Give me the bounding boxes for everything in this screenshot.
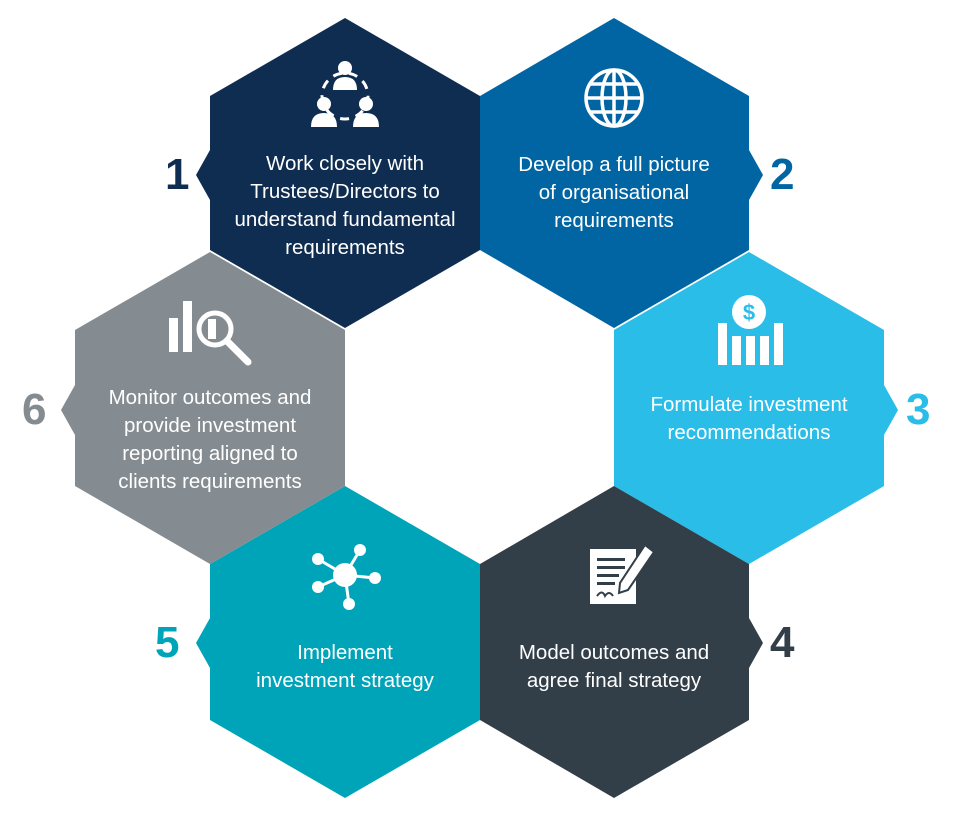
step-2-number: 2 [770,150,795,199]
svg-text:$: $ [743,300,755,325]
step-6-line: provide investment [123,414,297,437]
step-6-line: clients requirements [118,470,302,493]
step-1-line: understand fundamental [234,208,456,231]
globe-icon [584,68,644,128]
step-1-line: requirements [285,236,405,259]
step-1-line: Trustees/Directors to [250,180,440,203]
people-network-icon [311,61,379,127]
step-1-text: Work closely with Trustees/Directors to … [210,150,480,262]
step-3-number: 3 [906,385,931,434]
step-4-line: Model outcomes and [518,641,710,664]
step-6-number: 6 [22,385,47,434]
step-6-line: reporting aligned to [122,442,298,465]
step-5-line: Implement [297,641,393,664]
dollar-bar-chart-icon: $ [718,295,783,365]
step-2-line: Develop a full picture [518,153,710,176]
hexagon-step-2 [480,18,763,328]
step-3-line: recommendations [667,421,831,444]
step-5-line: investment strategy [256,669,434,692]
step-1-line: Work closely with [266,152,424,175]
hub-nodes-icon [312,544,381,610]
step-4-text: Model outcomes and agree final strategy [480,639,748,695]
hexagon-step-4 [480,486,763,798]
step-1-number: 1 [165,150,190,199]
hexagon-step-5 [196,486,480,798]
step-6-line: Monitor outcomes and [108,386,312,409]
step-3-text: Formulate investment recommendations [614,391,884,447]
step-5-number: 5 [155,618,180,667]
document-pen-icon [590,543,656,604]
step-4-line: agree final strategy [526,669,702,692]
hexagon-step-3 [614,252,898,564]
chart-magnifier-icon [169,301,252,366]
hexagon-step-6 [61,252,345,564]
step-5-text: Implement investment strategy [210,639,480,695]
step-3-line: Formulate investment [650,393,848,416]
hexagon-step-1 [196,18,480,328]
step-2-text: Develop a full picture of organisational… [480,151,748,235]
step-2-line: of organisational [538,181,690,204]
step-2-line: requirements [554,209,674,232]
step-4-number: 4 [770,618,795,667]
step-6-text: Monitor outcomes and provide investment … [75,384,345,496]
